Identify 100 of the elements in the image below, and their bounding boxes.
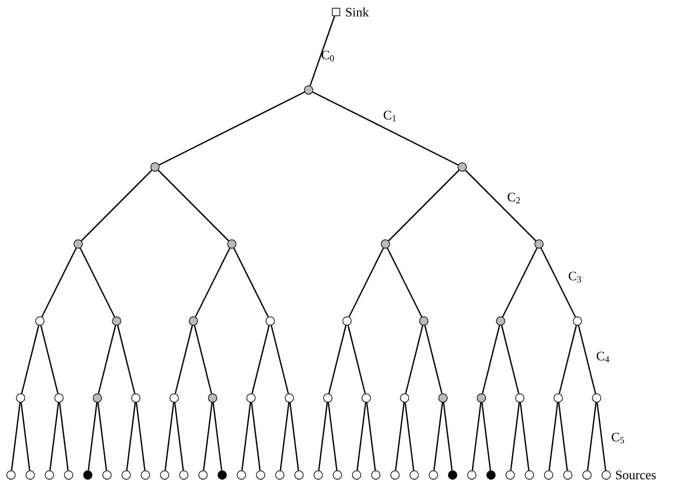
node-label: Sink <box>346 7 369 17</box>
tree-edge <box>49 402 60 471</box>
tree-node-circle <box>563 470 572 480</box>
tree-edge <box>194 325 212 394</box>
edge-label: C$_{2}$ <box>508 192 520 204</box>
tree-node-circle <box>524 470 534 480</box>
tree-node-circle <box>179 470 188 480</box>
tree-node-circle <box>64 470 74 480</box>
tree-edge <box>386 248 422 318</box>
tree-edge <box>502 248 538 318</box>
tree-node-circle <box>428 470 438 480</box>
tree-edge <box>251 325 270 394</box>
tree-node-circle <box>294 470 304 480</box>
tree-edge <box>158 170 230 242</box>
tree-edge <box>81 170 152 242</box>
tree-node-circle <box>83 470 92 480</box>
tree-node-circle <box>102 470 112 480</box>
tree-node-circle <box>572 316 582 326</box>
tree-edge <box>578 325 596 394</box>
tree-node-circle <box>208 393 218 403</box>
tree-edge <box>558 325 577 394</box>
tree-edge <box>174 325 193 394</box>
tree-node-circle <box>496 316 506 326</box>
tree-node-circle <box>371 470 380 480</box>
tree-edge <box>310 16 336 86</box>
tree-node-circle <box>112 316 122 326</box>
tree-edge <box>158 91 305 166</box>
tree-edge <box>97 402 108 470</box>
tree-node-circle <box>544 470 554 480</box>
edge-label: C$_{3}$ <box>568 272 582 282</box>
tree-node-circle <box>35 316 44 326</box>
tree-node-circle <box>150 162 160 172</box>
tree-node-circle <box>284 393 294 403</box>
tree-node-circle <box>400 393 410 403</box>
tree-edge <box>520 402 530 471</box>
tree-node-circle <box>26 470 35 480</box>
tree-edge <box>548 402 558 471</box>
tree-node-circle <box>390 470 400 480</box>
tree-edge <box>312 91 458 166</box>
tree-edge <box>347 325 366 394</box>
tree-node-circle <box>188 316 198 326</box>
tree-edge <box>117 325 136 394</box>
tree-edge <box>212 402 222 471</box>
tree-node-circle <box>54 393 64 403</box>
tree-edge <box>328 402 338 470</box>
tree-node-circle <box>342 316 352 326</box>
tree-edge <box>405 325 424 394</box>
tree-node-circle <box>227 239 236 249</box>
tree-node-circle <box>131 393 140 403</box>
tree-edge <box>404 402 414 470</box>
tree-edge <box>241 402 252 471</box>
tree-node-circle <box>602 470 611 480</box>
tree-edge <box>394 402 405 471</box>
tree-edge <box>194 248 230 318</box>
tree-node-circle <box>323 393 332 403</box>
tree-node-circle <box>486 470 496 480</box>
tree-node-circle <box>266 316 275 326</box>
tree-node-circle <box>314 470 323 480</box>
tree-edge <box>501 325 520 394</box>
tree-node-circle <box>92 393 102 403</box>
tree-edge <box>10 402 21 471</box>
tree-edge <box>88 402 98 471</box>
tree-edge <box>289 402 300 471</box>
tree-node-circle <box>467 470 476 480</box>
tree-edge <box>280 402 290 471</box>
tree-node-circle <box>140 470 150 480</box>
tree-node-circle <box>458 162 467 172</box>
tree-node-circle <box>74 239 83 249</box>
tree-edge <box>424 325 443 394</box>
tree-node-circle <box>410 470 419 480</box>
tree-edge <box>136 402 146 471</box>
tree-edge <box>20 402 30 471</box>
edge-label: C$_{1}$ <box>384 110 396 122</box>
tree-node-circle <box>256 470 266 480</box>
tree-edge <box>98 325 116 394</box>
tree-edge <box>388 170 460 242</box>
tree-edge <box>481 402 492 471</box>
tree-edge <box>558 402 568 471</box>
tree-node-circle <box>362 393 371 403</box>
tree-edge <box>174 402 184 470</box>
edge-label: C$_{0}$ <box>322 50 334 62</box>
tree-edge <box>442 402 453 471</box>
tree-node-circle <box>582 470 592 480</box>
tree-edge <box>348 248 384 318</box>
tree-edge <box>366 402 376 471</box>
row-label: Sources <box>616 470 656 480</box>
tree-edge <box>318 402 328 471</box>
tree-node-circle <box>160 470 170 480</box>
tree-edge <box>41 248 77 318</box>
tree-edge <box>465 170 536 242</box>
tree-edge <box>433 402 444 470</box>
tree-edge <box>270 325 289 394</box>
tree-node-circle <box>534 239 544 249</box>
tree-edge <box>126 402 136 471</box>
tree-edge <box>250 402 261 470</box>
tree-edge <box>596 402 606 471</box>
tree-node-circle <box>476 393 486 403</box>
tree-edge <box>356 402 366 470</box>
tree-node-circle <box>554 393 563 403</box>
tree-node-circle <box>515 393 524 403</box>
